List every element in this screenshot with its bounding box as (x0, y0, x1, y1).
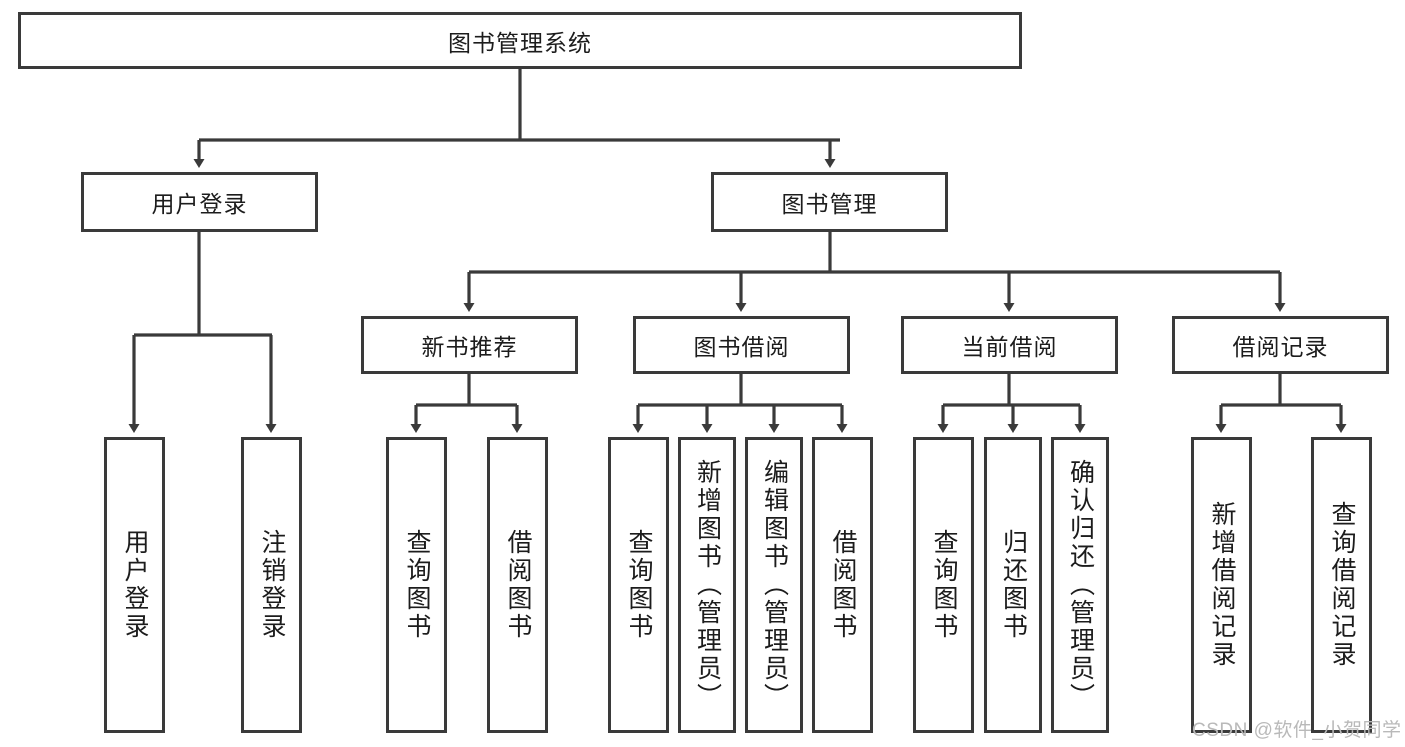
leaf-label: 归还图书 (999, 529, 1028, 641)
node-user-login[interactable]: 用户登录 (81, 172, 318, 232)
leaf-label: 编辑图书（管理员） (760, 459, 789, 711)
leaf-label: 新增借阅记录 (1208, 501, 1236, 669)
leaf-label: 用户登录 (121, 529, 149, 641)
node-leaf-query-record[interactable]: 查询借阅记录 (1311, 437, 1372, 733)
node-leaf-query-book-rec[interactable]: 查询图书 (386, 437, 447, 733)
node-leaf-borrow-book-rec[interactable]: 借阅图书 (487, 437, 548, 733)
node-leaf-user-login[interactable]: 用户登录 (104, 437, 165, 733)
node-leaf-borrow-book[interactable]: 借阅图书 (812, 437, 873, 733)
leaf-label: 查询图书 (403, 529, 431, 641)
leaf-label: 查询图书 (930, 529, 958, 641)
leaf-label: 查询图书 (625, 529, 653, 641)
node-leaf-logout[interactable]: 注销登录 (241, 437, 302, 733)
node-current-borrow[interactable]: 当前借阅 (901, 316, 1118, 374)
leaf-label: 借阅图书 (829, 529, 857, 641)
node-leaf-confirm-return[interactable]: 确认归还（管理员） (1051, 437, 1109, 733)
node-leaf-add-book[interactable]: 新增图书（管理员） (678, 437, 736, 733)
node-leaf-return-book[interactable]: 归还图书 (984, 437, 1042, 733)
node-borrow-record[interactable]: 借阅记录 (1172, 316, 1389, 374)
leaf-label: 借阅图书 (504, 529, 532, 641)
node-leaf-query-book-cur[interactable]: 查询图书 (913, 437, 974, 733)
node-leaf-query-book-borrow[interactable]: 查询图书 (608, 437, 669, 733)
leaf-label: 注销登录 (258, 529, 286, 641)
node-leaf-edit-book[interactable]: 编辑图书（管理员） (745, 437, 803, 733)
node-book-manage[interactable]: 图书管理 (711, 172, 948, 232)
node-leaf-add-record[interactable]: 新增借阅记录 (1191, 437, 1252, 733)
leaf-label: 确认归还（管理员） (1066, 459, 1095, 711)
node-book-borrow[interactable]: 图书借阅 (633, 316, 850, 374)
node-root[interactable]: 图书管理系统 (18, 12, 1022, 69)
node-new-book-rec[interactable]: 新书推荐 (361, 316, 578, 374)
leaf-label: 查询借阅记录 (1328, 501, 1356, 669)
leaf-label: 新增图书（管理员） (693, 459, 722, 711)
csdn-watermark: CSDN @软件_小贺同学 (1192, 720, 1402, 741)
